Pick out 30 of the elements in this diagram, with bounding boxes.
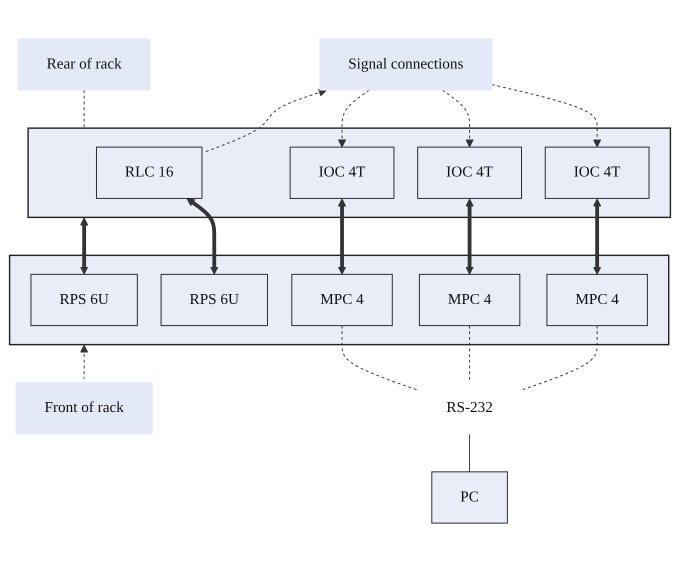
node-box: RPS 6U	[30, 274, 138, 326]
cluster	[8, 254, 670, 346]
node-box: RPS 6U	[160, 274, 268, 326]
arrow	[592, 198, 602, 275]
arrow	[442, 90, 474, 148]
node-box: Rear of rack	[18, 38, 151, 91]
connector	[84, 90, 85, 129]
arrow	[338, 90, 370, 148]
connector	[342, 325, 418, 391]
arrow	[465, 198, 474, 275]
arrow	[80, 217, 88, 275]
node-box: RLC 16	[96, 146, 202, 199]
node-box: IOC 4T	[417, 146, 522, 199]
node-box: Signal connections	[319, 38, 492, 91]
node-box: MPC 4	[418, 274, 520, 326]
node-box: MPC 4	[291, 274, 393, 326]
node-box: IOC 4T	[544, 146, 650, 199]
node-box: IOC 4T	[290, 146, 394, 199]
arrow	[205, 88, 327, 152]
node-box: PC	[431, 471, 508, 524]
node-text: RS-232	[446, 400, 493, 416]
node-box: MPC 4	[546, 274, 648, 326]
arrow	[80, 344, 88, 380]
arrow	[186, 198, 218, 275]
arrow	[338, 198, 346, 275]
connector	[469, 433, 470, 472]
connector	[520, 325, 598, 391]
node-box: Front of rack	[16, 382, 153, 434]
arrow	[491, 84, 602, 148]
cluster	[27, 127, 672, 218]
